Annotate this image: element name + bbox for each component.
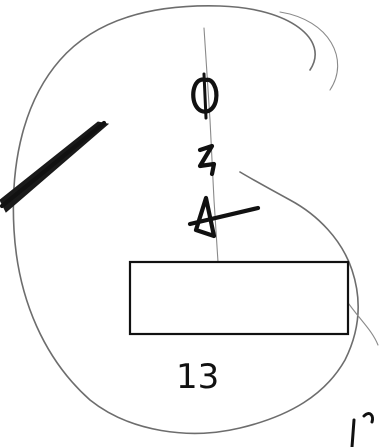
- central-rectangle: [130, 262, 348, 334]
- circle-symbol-line: [204, 74, 206, 118]
- handwritten-number-13: 13: [176, 357, 219, 397]
- inner-pencil-arc: [280, 12, 338, 90]
- number-label: 13: [176, 357, 219, 397]
- right-pencil-curve: [346, 300, 378, 345]
- bottom-right-hook: [364, 414, 373, 422]
- thick-diagonal-stroke-line: [2, 123, 104, 206]
- bottom-right-mark: [352, 420, 354, 447]
